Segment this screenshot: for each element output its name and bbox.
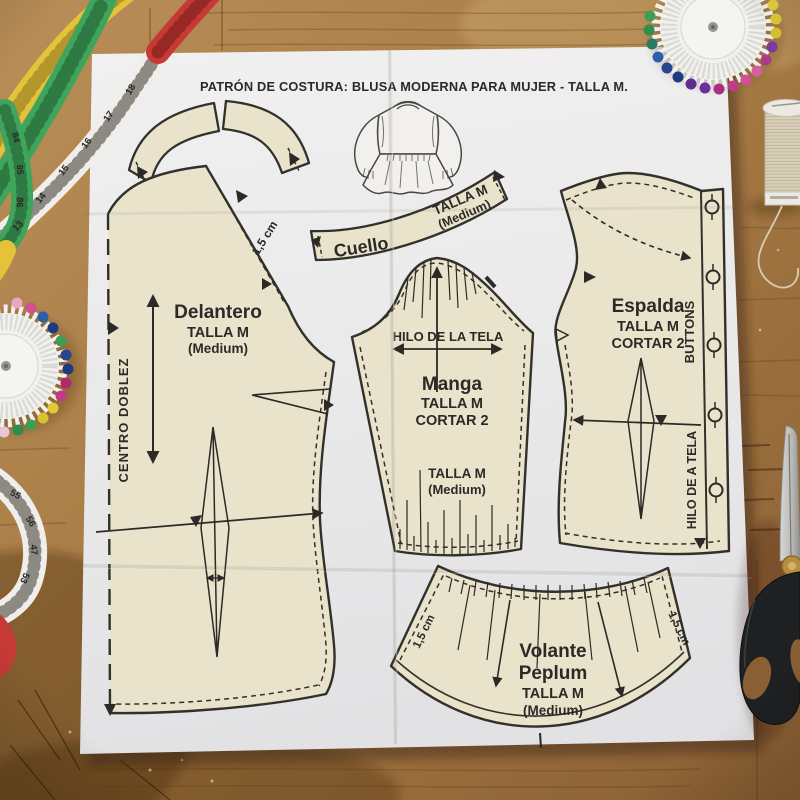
photo-vignette	[0, 0, 800, 800]
sewing-pattern-photo: PATRÓN DE COSTURA: BLUSA MODERNA PARA MU…	[0, 0, 800, 800]
photo-canvas: PATRÓN DE COSTURA: BLUSA MODERNA PARA MU…	[0, 0, 800, 800]
